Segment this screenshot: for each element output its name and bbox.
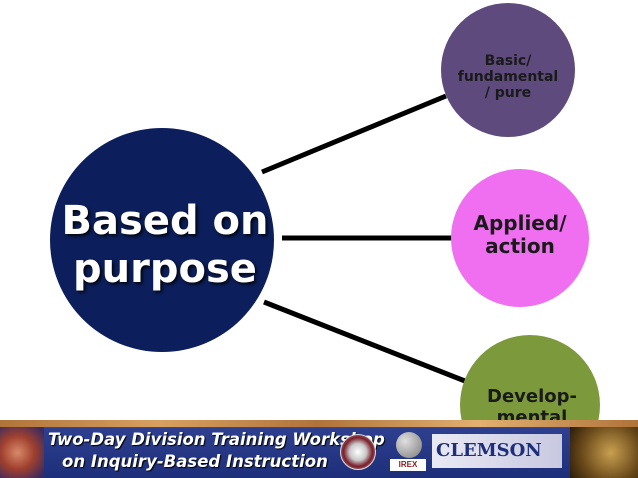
- irex-tag: IREX: [390, 459, 426, 471]
- basic-node-label: Basic/ fundamental / pure: [457, 52, 559, 102]
- banner-title-line2: on Inquiry-Based Instruction: [62, 452, 328, 471]
- main-node-label: Based on purpose: [61, 198, 269, 292]
- clemson-logo: CLEMSON: [432, 434, 562, 468]
- globe-ball: [396, 432, 422, 458]
- applied-node-circle: [451, 169, 589, 307]
- banner-top-stripe: [0, 420, 638, 427]
- state-department-seal-icon: [340, 434, 376, 470]
- applied-node-label: Applied/ action: [473, 211, 567, 258]
- brain-image: [0, 427, 44, 478]
- globe-icon: IREX: [390, 432, 426, 472]
- banner-title-line1: Two-Day Division Training Workshop: [48, 430, 385, 449]
- workshop-banner: Two-Day Division Training Workshop on In…: [0, 420, 638, 478]
- basic-node-circle: [441, 3, 575, 137]
- connector-developmental: [263, 299, 471, 386]
- microscope-photo: [570, 427, 638, 478]
- main-node-circle: [50, 128, 274, 352]
- connector-basic: [261, 93, 447, 175]
